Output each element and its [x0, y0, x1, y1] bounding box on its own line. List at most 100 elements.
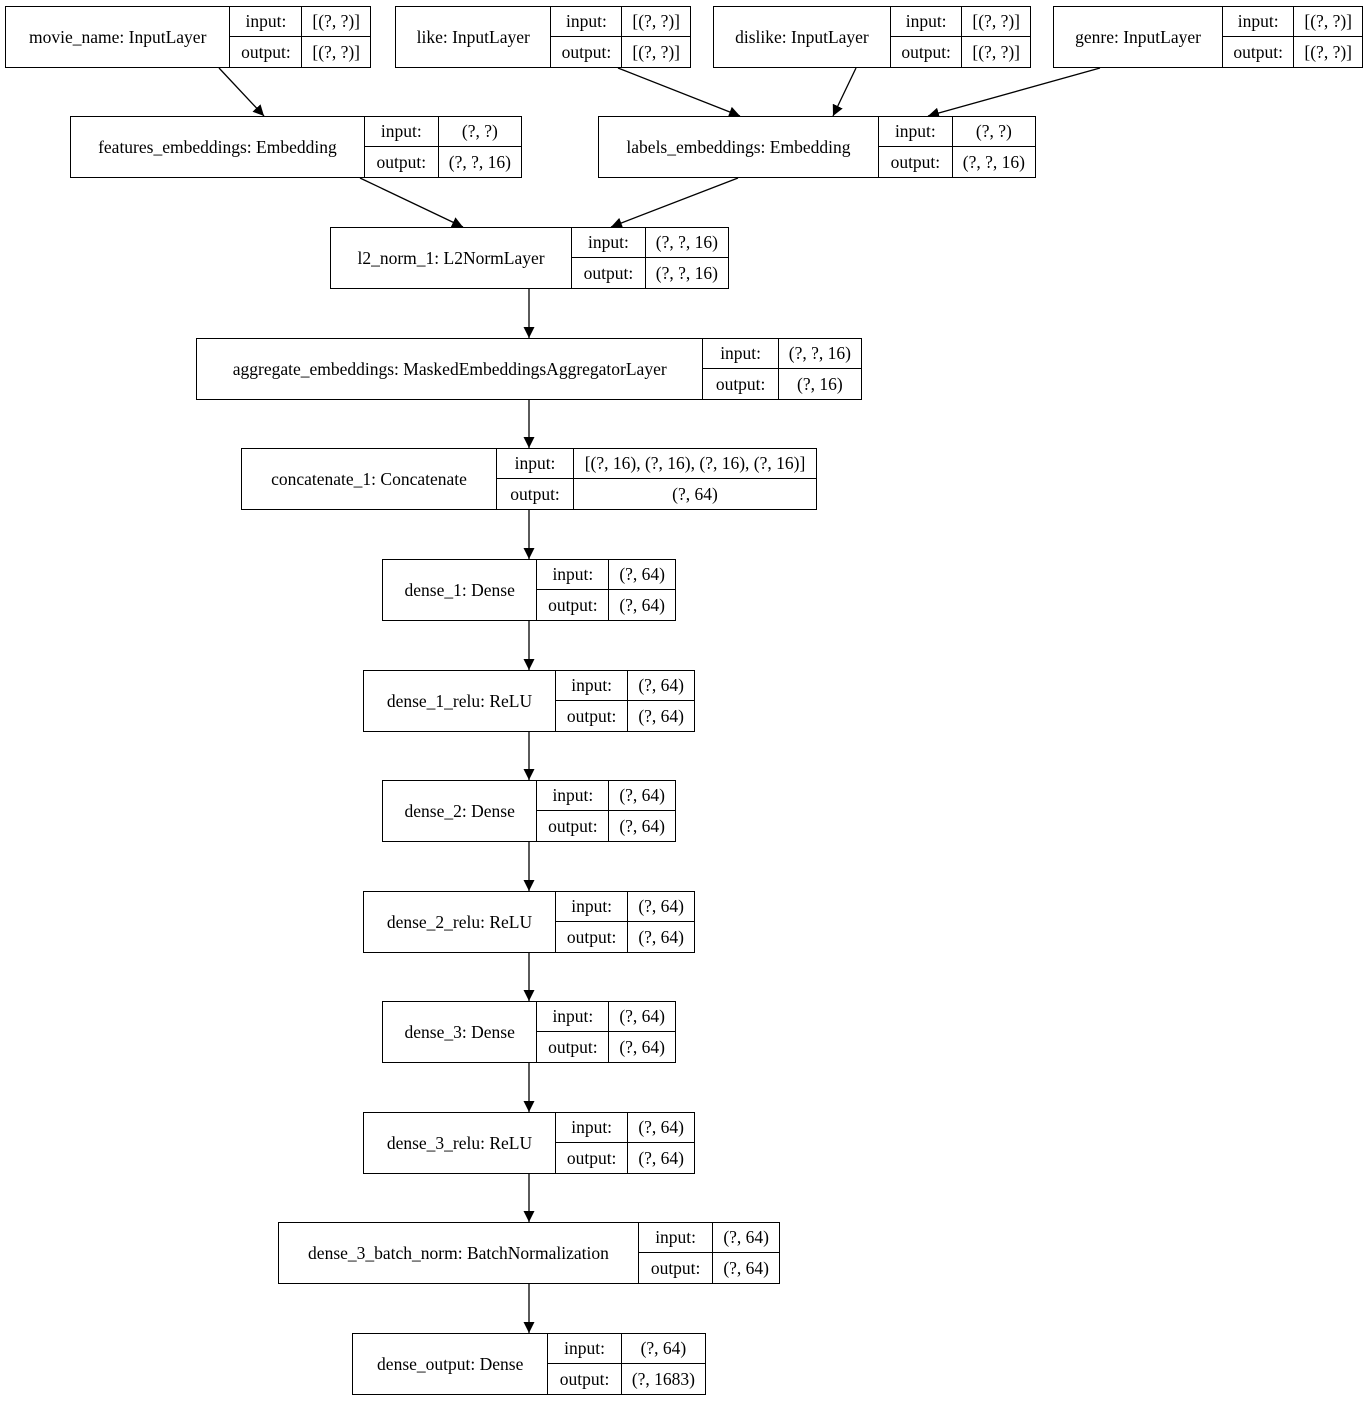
- layer-label: dislike: InputLayer: [714, 7, 891, 67]
- input-shape: [(?, ?)]: [622, 7, 690, 37]
- output-key: output:: [715, 373, 766, 394]
- input-shape: (?, 64): [628, 1113, 694, 1143]
- input-shape: (?, 64): [609, 1002, 675, 1032]
- io-values: [(?, ?)][(?, ?)]: [962, 7, 1030, 67]
- layer-label: concatenate_1: Concatenate: [242, 449, 497, 509]
- io-values: (?, ?, 16) (?, 16): [778, 339, 861, 399]
- edge-labels-embeddings-to-l2-norm-1: [610, 177, 739, 229]
- edge-like-to-labels-embeddings: [617, 67, 741, 118]
- output-key: output:: [510, 483, 560, 504]
- input-shape: [(?, 16), (?, 16), (?, 16), (?, 16)]: [574, 449, 816, 479]
- layer-label: dense_2_relu: ReLU: [364, 892, 556, 952]
- input-shape: [(?, ?)]: [1294, 7, 1362, 37]
- output-key: output:: [548, 1036, 598, 1057]
- io-values: (?, ?) (?, ?, 16): [952, 117, 1035, 177]
- input-shape: (?, 64): [628, 671, 694, 701]
- output-key: output:: [561, 41, 612, 62]
- output-shape: (?, ?, 16): [962, 151, 1025, 172]
- output-key: output:: [566, 926, 617, 947]
- output-key: output:: [559, 1368, 610, 1389]
- layer-label: genre: InputLayer: [1054, 7, 1224, 67]
- io-keys: input:output:: [548, 1334, 622, 1394]
- input-key: input:: [537, 781, 609, 811]
- io-keys: input:output:: [703, 339, 779, 399]
- output-shape: (?, 16): [797, 373, 843, 394]
- io-values: (?, ?, 16) (?, ?, 16): [645, 228, 728, 288]
- input-key: input:: [537, 560, 609, 590]
- input-key: input:: [890, 7, 962, 37]
- input-shape: (?, ?): [952, 117, 1035, 147]
- input-key: input:: [1223, 7, 1294, 37]
- output-key: output:: [583, 262, 634, 283]
- io-values: (?, ?) (?, ?, 16): [438, 117, 521, 177]
- output-shape: [(?, ?)]: [1304, 41, 1352, 62]
- io-keys: input:output:: [878, 117, 953, 177]
- output-key: output:: [1233, 41, 1284, 62]
- io-keys: input: output:: [537, 1002, 610, 1062]
- layer-label: like: InputLayer: [396, 7, 552, 67]
- io-values: [(?, ?)][(?, ?)]: [302, 7, 370, 67]
- edge-genre-to-labels-embeddings: [927, 67, 1101, 119]
- output-key: output:: [548, 815, 598, 836]
- output-shape: (?, 64): [638, 926, 684, 947]
- layer-label: dense_3_batch_norm: BatchNormalization: [279, 1223, 639, 1283]
- output-key: output:: [890, 151, 941, 172]
- output-shape: (?, 64): [619, 815, 665, 836]
- input-shape: (?, 64): [621, 1334, 705, 1364]
- output-shape: (?, 64): [619, 594, 665, 615]
- input-key: input:: [551, 7, 622, 37]
- input-key: input:: [555, 892, 628, 922]
- output-key: output:: [901, 41, 951, 62]
- output-shape: (?, 64): [723, 1257, 769, 1278]
- io-values: (?, 64)(?, 64): [609, 781, 675, 841]
- output-shape: (?, 64): [619, 1036, 665, 1057]
- output-shape: (?, ?, 16): [448, 151, 511, 172]
- output-shape: (?, 64): [672, 483, 718, 504]
- io-keys: input: output:: [638, 1223, 714, 1283]
- input-shape: (?, 64): [609, 560, 675, 590]
- input-shape: (?, ?, 16): [778, 339, 861, 369]
- output-key: output:: [650, 1257, 701, 1278]
- input-key: input:: [364, 117, 438, 147]
- io-values: (?, 64) (?, 64): [609, 560, 675, 620]
- input-key: input:: [555, 1113, 628, 1143]
- io-keys: input:output:: [555, 1113, 629, 1173]
- io-keys: input:output:: [555, 671, 629, 731]
- io-values: (?, 64)(?, 64): [628, 892, 694, 952]
- layer-label: dense_3: Dense: [383, 1002, 538, 1062]
- input-shape: (?, 64): [713, 1223, 779, 1253]
- output-shape: (?, 64): [638, 705, 684, 726]
- io-keys: input: output:: [1223, 7, 1295, 67]
- io-values: (?, 64) (?, 64): [713, 1223, 779, 1283]
- io-values: (?, 64) (?, 64): [609, 1002, 675, 1062]
- layer-label: dense_output: Dense: [353, 1334, 549, 1394]
- output-shape: (?, ?, 16): [655, 262, 718, 283]
- layer-label: dense_1: Dense: [383, 560, 538, 620]
- layer-label: labels_embeddings: Embedding: [599, 117, 879, 177]
- layer-label: dense_2: Dense: [383, 781, 538, 841]
- io-keys: input: output:: [551, 7, 623, 67]
- input-key: input:: [537, 1002, 609, 1032]
- input-key: input:: [638, 1223, 713, 1253]
- layer-label: dense_1_relu: ReLU: [364, 671, 556, 731]
- layer-label: movie_name: InputLayer: [6, 7, 231, 67]
- output-shape: (?, 64): [638, 1147, 684, 1168]
- output-shape: (?, 1683): [631, 1368, 695, 1389]
- input-key: input:: [555, 671, 628, 701]
- input-shape: (?, ?): [438, 117, 521, 147]
- input-shape: (?, ?, 16): [645, 228, 728, 258]
- io-keys: input: output:: [555, 892, 629, 952]
